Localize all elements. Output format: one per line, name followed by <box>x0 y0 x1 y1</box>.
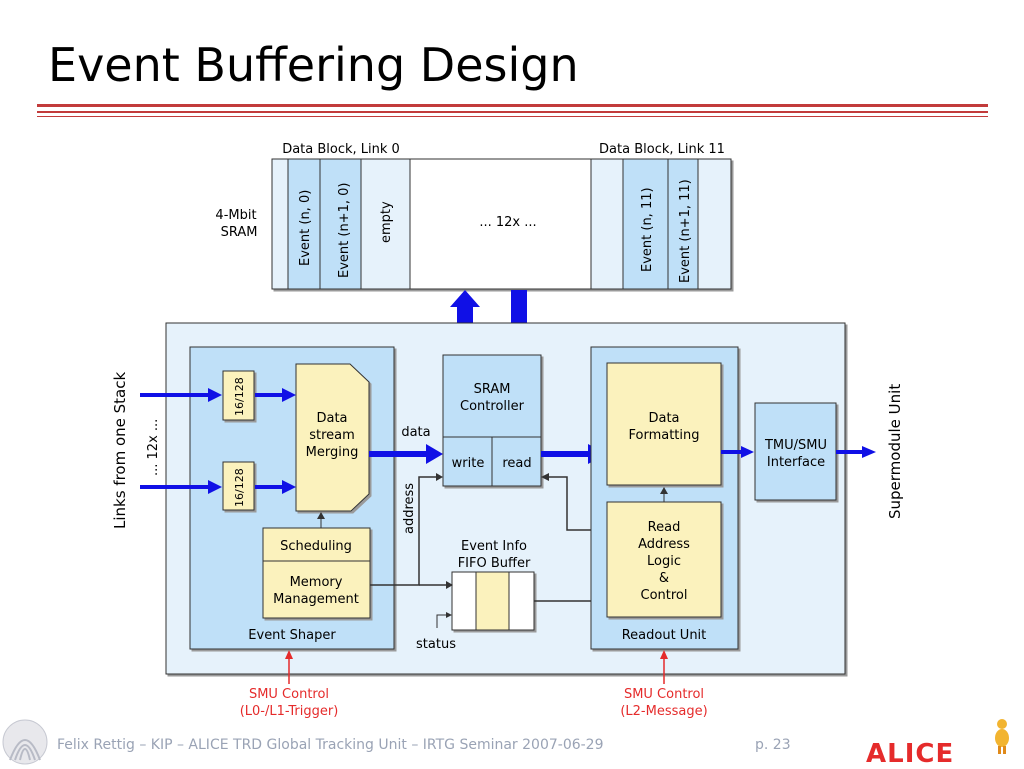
read-port-text: read <box>502 456 531 471</box>
event-n0-text: Event (n, 0) <box>298 190 313 266</box>
event-n11-cell <box>622 158 669 290</box>
ral-text: Address <box>638 537 690 552</box>
ral-text: & <box>659 571 669 586</box>
links-label: Links from one Stack <box>111 372 129 529</box>
sram-label: SRAM <box>221 225 258 240</box>
links-repeat-text: ... 12x ... <box>146 419 161 476</box>
empty-text: empty <box>379 201 394 243</box>
arrow-right-icon <box>741 446 754 458</box>
scheduling-text: Scheduling <box>280 539 352 554</box>
tmu-smu-interface-box <box>754 402 837 501</box>
status-signal-label: status <box>416 637 456 652</box>
event-n0-cell <box>287 158 321 290</box>
page-number: p. 23 <box>755 737 791 753</box>
event-shaper-label: Event Shaper <box>248 628 336 643</box>
data-signal-label: data <box>401 425 430 440</box>
arrow-right-icon <box>862 446 876 458</box>
sram-repeat-text: ... 12x ... <box>479 215 536 230</box>
page-title: Event Buffering Design <box>48 38 579 92</box>
sram-cell <box>271 158 289 290</box>
memory-text: Memory <box>290 575 343 590</box>
data-formatting-box <box>606 362 722 486</box>
address-signal-label: address <box>402 483 417 534</box>
arrow-right-icon <box>426 444 443 464</box>
fifo-label: FIFO Buffer <box>458 556 531 571</box>
event-n1-0-cell <box>319 158 362 290</box>
ral-text: Logic <box>647 554 681 569</box>
arrow-right-icon <box>208 480 222 494</box>
block0-label: Data Block, Link 0 <box>282 142 400 157</box>
merge-text: stream <box>309 428 355 443</box>
event-n1-11-cell <box>667 158 699 290</box>
link-width-box <box>222 461 255 511</box>
scheduling-box <box>262 527 371 619</box>
arrow-right-icon <box>282 480 296 494</box>
arrow-up-icon <box>660 650 668 659</box>
readout-unit-label: Readout Unit <box>622 628 707 643</box>
event-n1-11-text: Event (n+1, 11) <box>678 179 693 283</box>
controller-text: SRAM <box>474 382 511 397</box>
university-seal-icon <box>2 719 48 765</box>
link-width-text: 16/128 <box>233 377 246 416</box>
title-rule <box>37 116 988 117</box>
smu-control-right: (L2-Message) <box>620 704 707 719</box>
tmu-text: Interface <box>767 455 825 470</box>
title-rule <box>37 104 988 107</box>
smu-control-left: SMU Control <box>249 687 329 702</box>
merge-text: Merging <box>306 445 359 460</box>
arrow-up-icon <box>285 650 293 659</box>
memory-text: Management <box>273 592 359 607</box>
data-stream-merging-box <box>295 363 370 512</box>
alice-mascot-icon <box>995 719 1009 754</box>
formatting-text: Data <box>648 411 679 426</box>
merge-text: Data <box>316 411 347 426</box>
arrow-right-icon <box>282 388 296 402</box>
alice-logo: ALICE <box>866 739 955 769</box>
link-width-box <box>222 370 255 421</box>
ral-text: Read <box>648 520 681 535</box>
sram-cell <box>697 158 732 290</box>
link-width-text: 16/128 <box>233 468 246 507</box>
title-rule <box>37 111 988 113</box>
tmu-text: TMU/SMU <box>764 438 827 453</box>
fifo-label: Event Info <box>461 539 527 554</box>
block11-label: Data Block, Link 11 <box>599 142 725 157</box>
ral-text: Control <box>641 588 688 603</box>
sram-cell <box>590 158 624 290</box>
write-port-text: write <box>452 456 485 471</box>
fifo-cell <box>475 571 510 631</box>
formatting-text: Formatting <box>628 428 699 443</box>
arrow-right-icon <box>208 388 222 402</box>
read-address-logic-box <box>606 501 722 618</box>
event-n1-0-text: Event (n+1, 0) <box>337 183 352 278</box>
sram-label: 4-Mbit <box>215 208 256 223</box>
smu-control-left: (L0-/L1-Trigger) <box>240 704 339 719</box>
smu-control-right: SMU Control <box>624 687 704 702</box>
controller-text: Controller <box>460 399 525 414</box>
empty-cell <box>360 158 411 290</box>
event-n11-text: Event (n, 11) <box>640 187 655 272</box>
footer-text: Felix Rettig – KIP – ALICE TRD Global Tr… <box>57 737 604 753</box>
supermodule-label: Supermodule Unit <box>886 384 904 519</box>
